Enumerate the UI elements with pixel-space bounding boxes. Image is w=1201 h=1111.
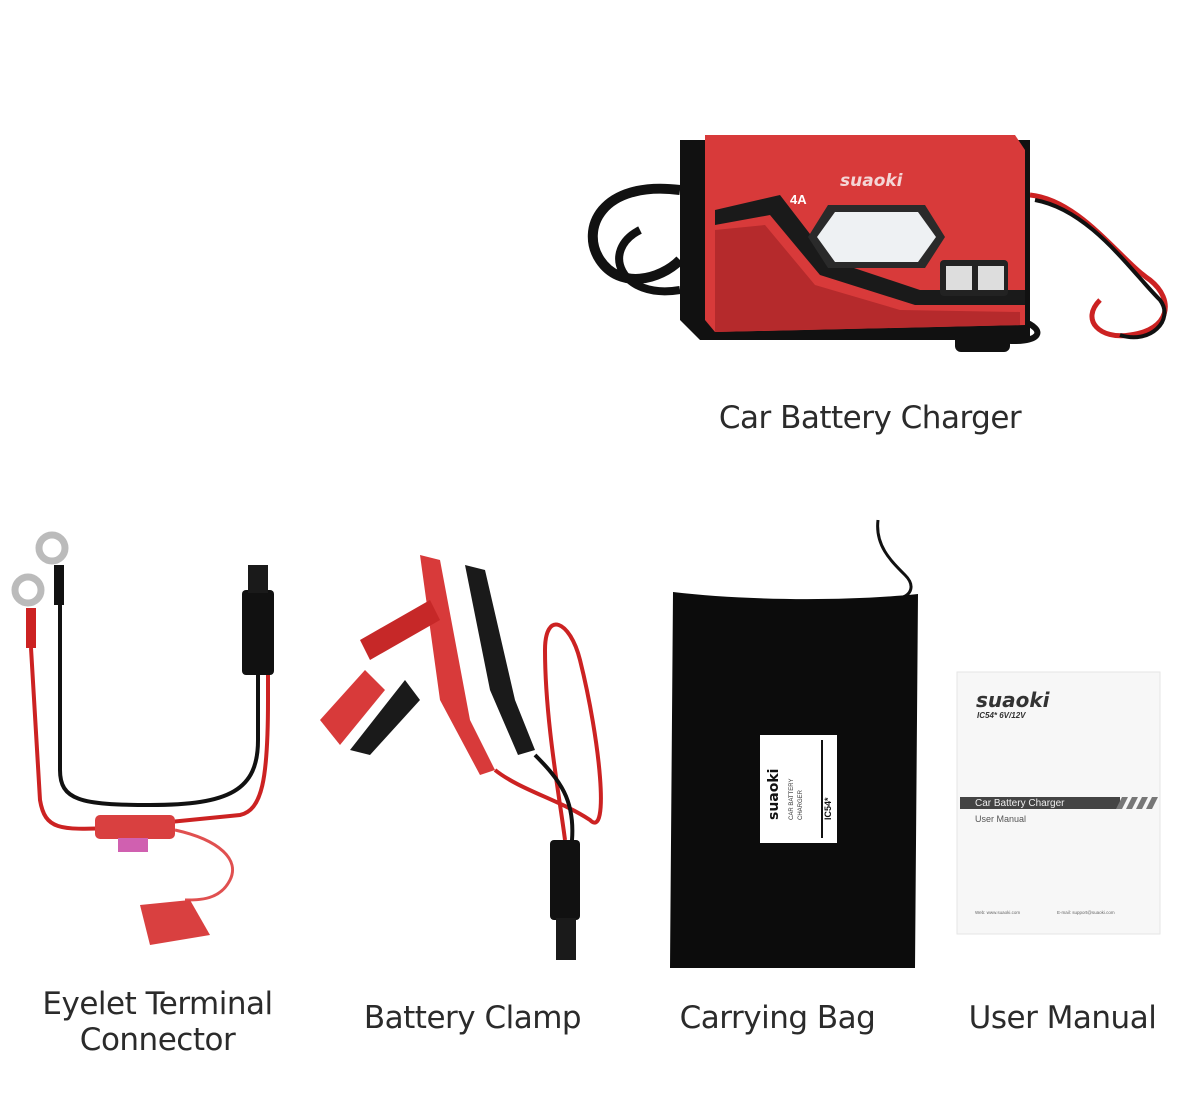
bag-tag-line2: CHARGER	[798, 789, 804, 820]
bag-tag-brand: suaoki	[766, 769, 782, 820]
label-user-manual: User Manual	[968, 1000, 1157, 1036]
user-manual: suaoki IC54* 6V/12V Car Battery Charger …	[956, 671, 1161, 935]
manual-subtitle: User Manual	[975, 814, 1026, 824]
manual-model: IC54* 6V/12V	[977, 711, 1026, 720]
manual-brand: suaoki	[976, 688, 1051, 712]
bag-tag-line1: CAR BATTERY	[789, 779, 795, 820]
label-eyelet-terminal-connector: Eyelet Terminal Connector	[10, 986, 305, 1058]
charger-brand: suaoki	[840, 171, 904, 191]
battery-clamp	[320, 555, 603, 960]
carrying-bag: suaoki CAR BATTERY CHARGER IC54*	[670, 519, 918, 968]
bag-tag-model: IC54*	[823, 797, 833, 820]
manual-web: Web: www.suaoki.com	[975, 910, 1020, 915]
car-battery-charger: suaoki 4A	[587, 135, 1168, 352]
label-eyelet-line2: Connector	[79, 1022, 236, 1058]
eyelet-terminal-connector	[11, 531, 274, 945]
label-eyelet-line1: Eyelet Terminal	[42, 986, 273, 1022]
label-car-battery-charger: Car Battery Charger	[718, 400, 1022, 436]
manual-title: Car Battery Charger	[975, 798, 1065, 809]
label-carrying-bag: Carrying Bag	[679, 1000, 876, 1036]
label-battery-clamp: Battery Clamp	[363, 1000, 582, 1036]
charger-rating: 4A	[790, 192, 807, 207]
manual-email: E-mail: support@suaoki.com	[1057, 910, 1115, 915]
